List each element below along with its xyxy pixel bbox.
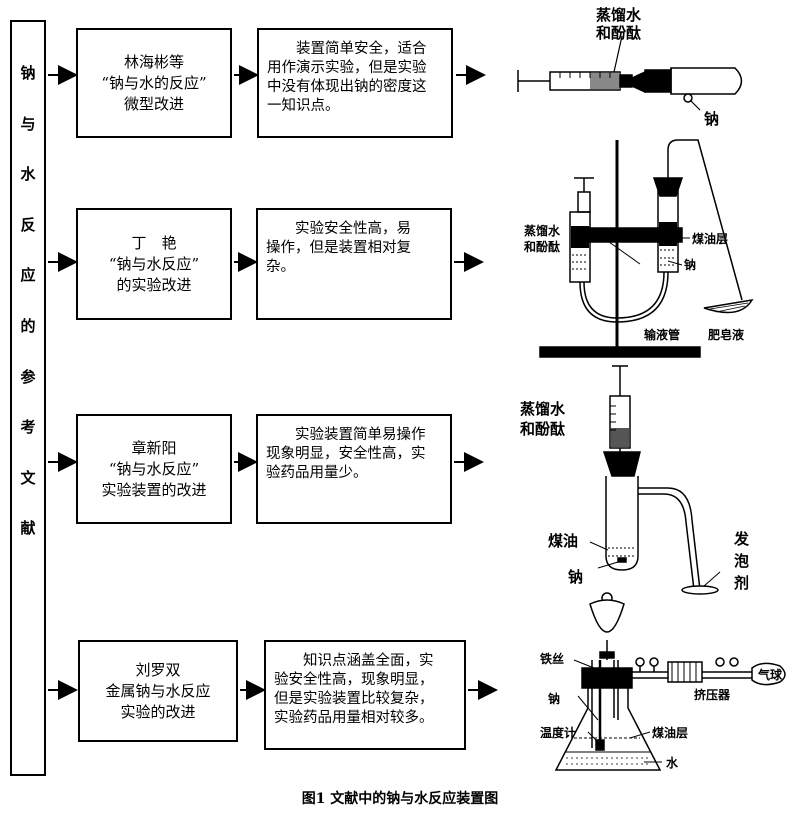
- sidebar-char: 考: [20, 418, 36, 437]
- evaluation-box-2: 实验安全性高，易 操作，但是装置相对复 杂。: [256, 208, 452, 320]
- evaluation-box-3: 实验装置简单易操作 现象明显，安全性高，实 验药品用量少。: [256, 414, 452, 524]
- apparatus-3: [589, 365, 721, 595]
- label-iron-wire: 铁丝: [540, 652, 565, 666]
- sidebar-references-box: 钠 与 水 反 应 的 参 考 文 献: [10, 20, 46, 776]
- reference-line: 金属钠与水反应: [105, 681, 211, 700]
- sidebar-char: 反: [20, 215, 36, 234]
- evaluation-line: 现象明显，安全性高，实: [266, 446, 426, 462]
- apparatus-2: [539, 139, 754, 358]
- evaluation-line: 一知识点。: [267, 98, 340, 114]
- label-phenolphthalein: 和酚酞: [520, 420, 566, 438]
- evaluation-line: 知识点涵盖全面，实: [274, 653, 434, 669]
- label-water: 水: [666, 756, 679, 770]
- reference-line: 章新阳: [131, 438, 177, 457]
- evaluation-line: 验药品用量少。: [266, 465, 368, 481]
- label-phenolphthalein: 和酚酞: [596, 24, 642, 42]
- label-kerosene-layer: 煤油层: [692, 232, 729, 246]
- evaluation-line: 中没有体现出钠的密度这: [267, 79, 427, 95]
- label-sodium: 钠: [684, 258, 697, 272]
- label-kerosene: 煤油: [548, 532, 579, 550]
- reference-line: “钠与水的反应”: [101, 73, 207, 92]
- label-distilled-water: 蒸馏水: [596, 6, 642, 24]
- label-squeezer: 挤压器: [694, 688, 731, 702]
- evaluation-box-1: 装置简单安全，适合 用作演示实验，但是实验 中没有体现出钠的密度这 一知识点。: [257, 28, 453, 138]
- reference-box-3: 章新阳 “钠与水反应” 实验装置的改进: [76, 414, 232, 524]
- label-distilled-water: 蒸馏水: [524, 224, 561, 238]
- reference-line: 的实验改进: [116, 275, 192, 294]
- evaluation-line: 操作，但是装置相对复: [266, 240, 411, 256]
- evaluation-line: 装置简单安全，适合: [267, 41, 427, 57]
- label-sodium: 钠: [704, 110, 720, 128]
- reference-line: 林海彬等: [123, 52, 184, 71]
- label-sodium: 钠: [548, 692, 561, 706]
- label-distilled-water: 蒸馏水: [520, 400, 566, 418]
- label-foaming-agent-1: 发: [734, 530, 750, 548]
- sidebar-char: 水: [20, 165, 36, 184]
- label-phenolphthalein: 和酚酞: [524, 240, 561, 254]
- sidebar-char: 与: [20, 114, 36, 133]
- evaluation-box-4: 知识点涵盖全面，实 验安全性高，现象明显， 但是实验装置比较复杂， 实验药品用量…: [264, 640, 466, 750]
- apparatus-1: [517, 35, 743, 111]
- sidebar-char: 钠: [20, 64, 36, 82]
- label-infusion-tube: 输液管: [644, 328, 681, 342]
- apparatus-4: [554, 592, 786, 771]
- sidebar-char: 参: [20, 367, 36, 386]
- reference-line: 丁 艳: [131, 233, 177, 252]
- label-foaming-agent-3: 剂: [734, 574, 750, 592]
- sidebar-char: 献: [20, 519, 36, 538]
- sidebar-char: 的: [20, 316, 36, 335]
- label-thermometer: 温度计: [540, 726, 577, 740]
- evaluation-line: 实验装置简单易操作: [266, 427, 426, 443]
- label-kerosene-layer: 煤油层: [652, 726, 689, 740]
- reference-box-4: 刘罗双 金属钠与水反应 实验的改进: [78, 640, 238, 742]
- sidebar-char: 应: [20, 266, 36, 285]
- label-soap-solution: 肥皂液: [708, 328, 745, 342]
- reference-line: 微型改进: [123, 94, 184, 113]
- label-balloon: 气球: [758, 668, 783, 682]
- reference-box-1: 林海彬等 “钠与水的反应” 微型改进: [76, 28, 232, 138]
- reference-line: 实验的改进: [120, 702, 196, 721]
- reference-box-2: 丁 艳 “钠与水反应” 的实验改进: [76, 208, 232, 320]
- evaluation-line: 但是实验装置比较复杂，: [274, 691, 434, 707]
- figure-caption: 图1 文献中的钠与水反应装置图: [301, 791, 499, 807]
- reference-line: “钠与水反应”: [108, 459, 200, 478]
- evaluation-line: 用作演示实验，但是实验: [267, 60, 427, 76]
- evaluation-line: 实验药品用量相对较多。: [274, 710, 434, 726]
- label-sodium: 钠: [568, 568, 584, 586]
- reference-line: “钠与水反应”: [108, 254, 200, 273]
- label-foaming-agent-2: 泡: [734, 552, 750, 570]
- evaluation-line: 验安全性高，现象明显，: [274, 672, 434, 688]
- evaluation-line: 杂。: [266, 259, 295, 275]
- evaluation-line: 实验安全性高，易: [266, 221, 411, 237]
- sidebar-char: 文: [20, 468, 36, 487]
- reference-line: 实验装置的改进: [101, 480, 207, 499]
- reference-line: 刘罗双: [135, 660, 181, 679]
